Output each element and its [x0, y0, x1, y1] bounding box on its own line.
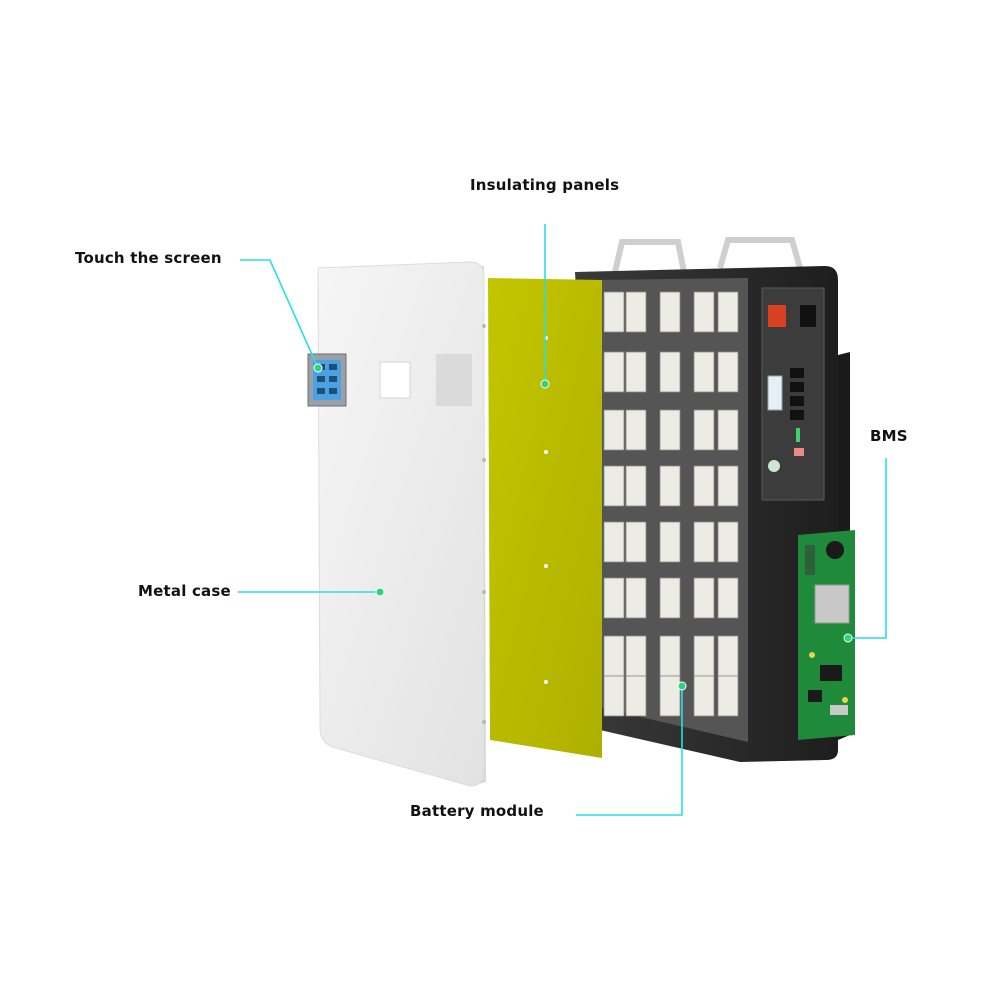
battery-cell-icon	[603, 577, 625, 619]
battery-cell-icon	[625, 675, 647, 717]
battery-cell-icon	[625, 577, 647, 619]
battery-cell-icon	[625, 409, 647, 451]
battery-cell-icon	[659, 577, 681, 619]
callout-line-bms	[848, 458, 887, 639]
battery-cell-icon	[659, 409, 681, 451]
battery-cell-icon	[693, 635, 715, 677]
battery-cell-icon	[603, 291, 625, 333]
battery-cell-icon	[603, 521, 625, 563]
handle-left	[612, 239, 687, 273]
case-shade	[436, 354, 472, 406]
callout-lines	[238, 224, 887, 816]
comm-port-4	[790, 410, 804, 420]
insulating-panel	[488, 278, 602, 758]
callout-dot-touch	[313, 363, 323, 373]
comm-port-1	[790, 368, 804, 378]
battery-cell-icon	[603, 635, 625, 677]
battery-cell-icon	[717, 675, 739, 717]
case-window	[379, 361, 411, 399]
circuit-board-icon	[798, 530, 855, 740]
battery-cell-icon	[625, 291, 647, 333]
battery-cell-icon	[717, 409, 739, 451]
power-connector-positive	[768, 305, 786, 327]
battery-cell-icon	[693, 409, 715, 451]
label-metal-case: Metal case	[138, 582, 231, 600]
battery-cell-icon	[659, 635, 681, 677]
battery-cell-icon	[659, 291, 681, 333]
battery-cell-icon	[659, 675, 681, 717]
label-bms: BMS	[870, 427, 908, 445]
status-led-strip	[796, 428, 800, 442]
battery-cell-icon	[693, 351, 715, 393]
battery-cell-icon	[693, 577, 715, 619]
battery-cell-icon	[603, 675, 625, 717]
battery-cell-icon	[625, 465, 647, 507]
handle-right	[717, 237, 803, 269]
battery-cell-icon	[625, 635, 647, 677]
callout-dot-bms	[843, 633, 853, 643]
metal-case	[317, 261, 485, 787]
breaker-switch	[767, 375, 783, 411]
battery-cell-grid	[603, 291, 739, 717]
battery-cell-icon	[603, 409, 625, 451]
comm-port-2	[790, 382, 804, 392]
battery-cell-icon	[659, 521, 681, 563]
battery-cell-icon	[717, 465, 739, 507]
battery-cell-icon	[717, 577, 739, 619]
battery-cell-icon	[659, 351, 681, 393]
dip-switch	[794, 448, 804, 456]
battery-cell-icon	[717, 521, 739, 563]
callout-dots	[313, 363, 853, 691]
battery-cell-icon	[717, 291, 739, 333]
battery-cell-icon	[693, 291, 715, 333]
reset-button	[768, 460, 780, 472]
callout-line-battery	[576, 686, 683, 816]
callout-dot-insulating	[540, 379, 550, 389]
label-touch-screen: Touch the screen	[75, 249, 222, 267]
battery-cell-icon	[603, 351, 625, 393]
battery-cell-icon	[659, 465, 681, 507]
battery-cell-icon	[603, 465, 625, 507]
touch-screen-icon	[307, 353, 347, 407]
power-connector-negative	[800, 305, 816, 327]
battery-cell-icon	[717, 635, 739, 677]
label-insulating-panels: Insulating panels	[470, 176, 620, 194]
callout-dot-battery	[677, 681, 687, 691]
callout-line-touch	[240, 259, 319, 369]
label-battery-module: Battery module	[410, 802, 544, 820]
battery-cell-icon	[693, 675, 715, 717]
comm-port-3	[790, 396, 804, 406]
callout-dot-metal	[375, 587, 385, 597]
cell-tray	[598, 278, 748, 742]
case-screws	[482, 324, 486, 724]
battery-cell-icon	[625, 351, 647, 393]
battery-cell-icon	[717, 351, 739, 393]
battery-cell-icon	[693, 465, 715, 507]
battery-cell-icon	[693, 521, 715, 563]
battery-cell-icon	[625, 521, 647, 563]
